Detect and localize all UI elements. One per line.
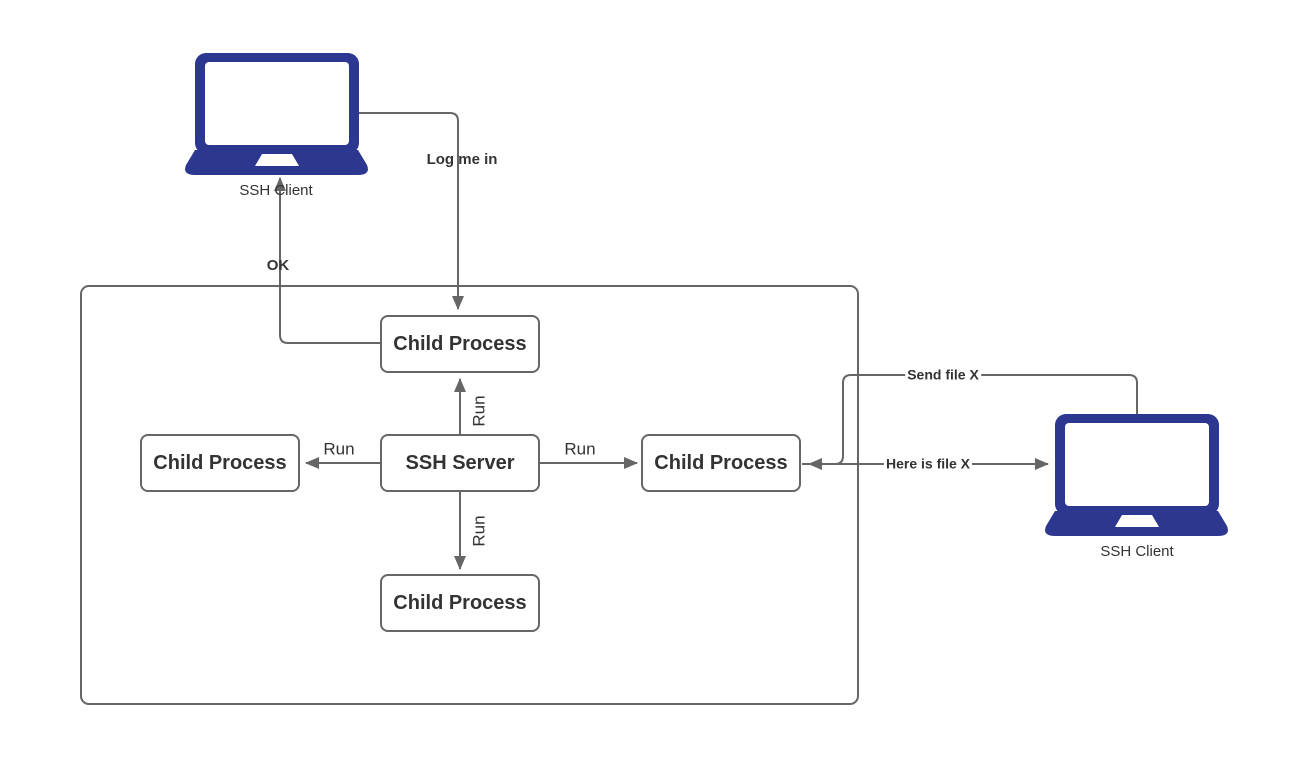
server-host-container <box>80 285 859 705</box>
edge-label-run-right: Run <box>564 439 596 459</box>
edge-label-log-me-in: Log me in <box>426 150 498 168</box>
ssh-client-right-label: SSH Client <box>1100 543 1174 560</box>
edge-label-send-file-x: Send file X <box>905 366 981 383</box>
laptop-icon <box>1045 414 1228 536</box>
node-child-process-left: Child Process <box>140 434 300 492</box>
edge-label-run-down: Run <box>469 515 489 547</box>
edge-label-run-up: Run <box>469 395 489 427</box>
edge-log-me-in <box>358 112 464 310</box>
ssh-client-top-label: SSH Client <box>239 182 313 199</box>
node-child-process-right: Child Process <box>641 434 801 492</box>
node-child-process-top: Child Process <box>380 315 540 373</box>
edge-label-ok: OK <box>266 256 290 274</box>
edge-label-run-left: Run <box>323 439 355 459</box>
laptop-icon <box>185 53 368 175</box>
node-ssh-server: SSH Server <box>380 434 540 492</box>
edge-label-here-is-file-x: Here is file X <box>883 455 973 472</box>
node-child-process-bottom: Child Process <box>380 574 540 632</box>
edge-ok <box>274 177 380 344</box>
edge-send-file-x <box>808 374 1138 470</box>
